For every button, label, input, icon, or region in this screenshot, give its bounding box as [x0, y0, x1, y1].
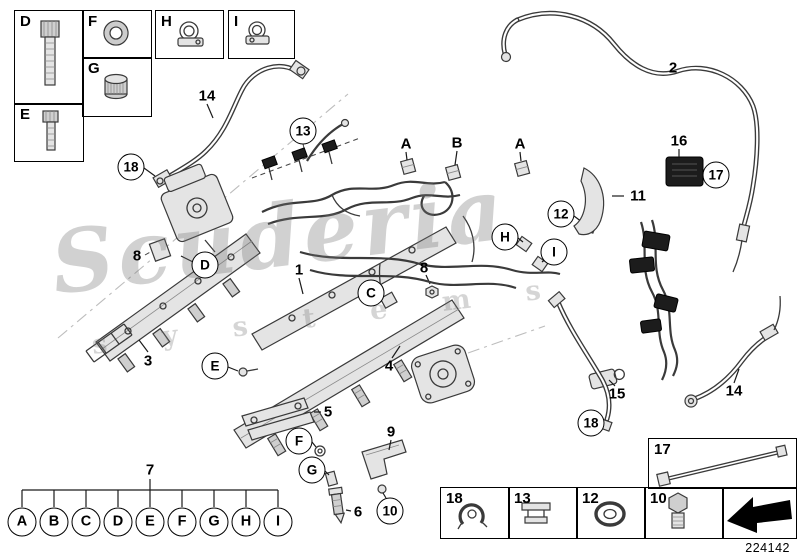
callout-8-left[interactable]: 8 — [132, 247, 142, 265]
small-fasteners-art — [227, 366, 339, 487]
inset-cell-f[interactable]: F — [82, 10, 152, 59]
left-rail-art — [85, 233, 261, 373]
callout-3-rail[interactable]: 3 — [143, 352, 153, 370]
plug-10-icon — [668, 492, 688, 529]
pump-body-art — [410, 344, 476, 404]
hose-clamp-18-icon — [457, 503, 488, 530]
regulator-art — [144, 163, 234, 263]
callout-15-sensor[interactable]: 15 — [608, 385, 626, 403]
inset-cell-d[interactable]: D — [14, 10, 84, 105]
legend-label-10: 10 — [650, 490, 667, 507]
inset-label-h: H — [161, 13, 172, 30]
callout-9-cover[interactable]: 9 — [386, 423, 396, 441]
inset-label-g: G — [88, 60, 100, 77]
dash-dot-lines — [57, 93, 546, 354]
legend-label-13: 13 — [514, 490, 531, 507]
callout-a-clip-right[interactable]: A — [514, 135, 526, 153]
callout-e[interactable]: E — [201, 352, 229, 380]
callout-4-rail[interactable]: 4 — [384, 357, 394, 375]
letter-row-a[interactable]: A — [7, 507, 37, 537]
legend-box-13[interactable]: 13 — [508, 487, 578, 539]
bracket-11-art — [573, 167, 624, 236]
letter-row-d[interactable]: D — [103, 507, 133, 537]
feed-pipe-2-art — [500, 10, 760, 273]
callout-2-feed-pipe[interactable]: 2 — [668, 59, 678, 77]
inset-cell-i[interactable]: I — [228, 10, 295, 59]
o-ring-icon — [103, 20, 129, 46]
letter-row-f[interactable]: F — [167, 507, 197, 537]
letter-row-g[interactable]: G — [199, 507, 229, 537]
inset-cell-g[interactable]: G — [82, 57, 152, 117]
callout-f[interactable]: F — [285, 427, 313, 455]
callout-12[interactable]: 12 — [547, 200, 575, 228]
inset-label-f: F — [88, 13, 98, 30]
callout-6-injector[interactable]: 6 — [353, 503, 363, 521]
callout-h[interactable]: H — [491, 223, 519, 251]
legend-box-17[interactable]: 17 — [648, 438, 797, 489]
legend-label-17: 17 — [654, 441, 671, 458]
callout-18-left[interactable]: 18 — [117, 153, 145, 181]
callout-13[interactable]: 13 — [289, 117, 317, 145]
clamp-icon-i — [245, 21, 270, 45]
clip-13-icon — [521, 502, 551, 524]
callout-17[interactable]: 17 — [702, 161, 730, 189]
inset-label-d: D — [20, 13, 31, 30]
callout-16-connector[interactable]: 16 — [670, 132, 688, 150]
clamp-icon-h — [177, 21, 204, 47]
clips-ab-art — [399, 150, 531, 182]
callout-14-top-hose[interactable]: 14 — [198, 87, 216, 105]
callout-c[interactable]: C — [357, 279, 385, 307]
legend-label-12: 12 — [582, 490, 599, 507]
legend-box-18[interactable]: 18 — [440, 487, 510, 539]
callout-7-group[interactable]: 7 — [145, 461, 155, 479]
return-hose-art — [547, 290, 613, 432]
injector-6-art — [328, 486, 352, 525]
group-7-bracket — [21, 479, 279, 507]
small-bolt-icon — [42, 110, 59, 151]
part-number: 224142 — [745, 541, 790, 555]
callout-b-clip[interactable]: B — [451, 134, 463, 152]
inset-label-i: I — [234, 13, 239, 30]
pipe-17-icon — [656, 444, 788, 487]
callout-8-right[interactable]: 8 — [419, 259, 429, 277]
callout-i[interactable]: I — [540, 238, 568, 266]
right-hose-art — [684, 295, 781, 408]
letter-row-i[interactable]: I — [263, 507, 293, 537]
direction-arrow-icon — [727, 497, 792, 533]
grommet-12-icon — [594, 501, 626, 527]
top-hose-art — [143, 59, 350, 189]
callout-11-bracket[interactable]: 11 — [630, 187, 646, 205]
right-harness-art — [629, 219, 679, 381]
callout-14-right-hose[interactable]: 14 — [725, 382, 743, 400]
letter-row-c[interactable]: C — [71, 507, 101, 537]
bolt-icon — [40, 20, 60, 86]
letter-row-b[interactable]: B — [39, 507, 69, 537]
bushing-icon — [104, 73, 128, 100]
letter-row-e[interactable]: E — [135, 507, 165, 537]
callout-5-bracket[interactable]: 5 — [323, 403, 333, 421]
middle-rails-art — [233, 226, 465, 457]
cover-9-art — [361, 439, 407, 499]
callout-a-clip-left[interactable]: A — [400, 135, 412, 153]
bracket-5-art — [241, 397, 321, 441]
letter-row-h[interactable]: H — [231, 507, 261, 537]
callout-g[interactable]: G — [298, 456, 326, 484]
center-harness-art — [261, 180, 561, 301]
inset-label-e: E — [20, 106, 31, 123]
legend-box-12[interactable]: 12 — [576, 487, 646, 539]
callout-18-right[interactable]: 18 — [577, 409, 605, 437]
inset-cell-e[interactable]: E — [14, 103, 84, 162]
injector-connectors-art — [251, 137, 361, 181]
legend-box-10[interactable]: 10 — [644, 487, 724, 539]
legend-label-18: 18 — [446, 490, 463, 507]
connector-16-art — [665, 149, 707, 187]
callout-d[interactable]: D — [191, 251, 219, 279]
inset-cell-h[interactable]: H — [155, 10, 224, 59]
callout-10[interactable]: 10 — [376, 497, 404, 525]
legend-box-arrow[interactable] — [722, 487, 797, 539]
callout-1-rail[interactable]: 1 — [294, 261, 304, 279]
